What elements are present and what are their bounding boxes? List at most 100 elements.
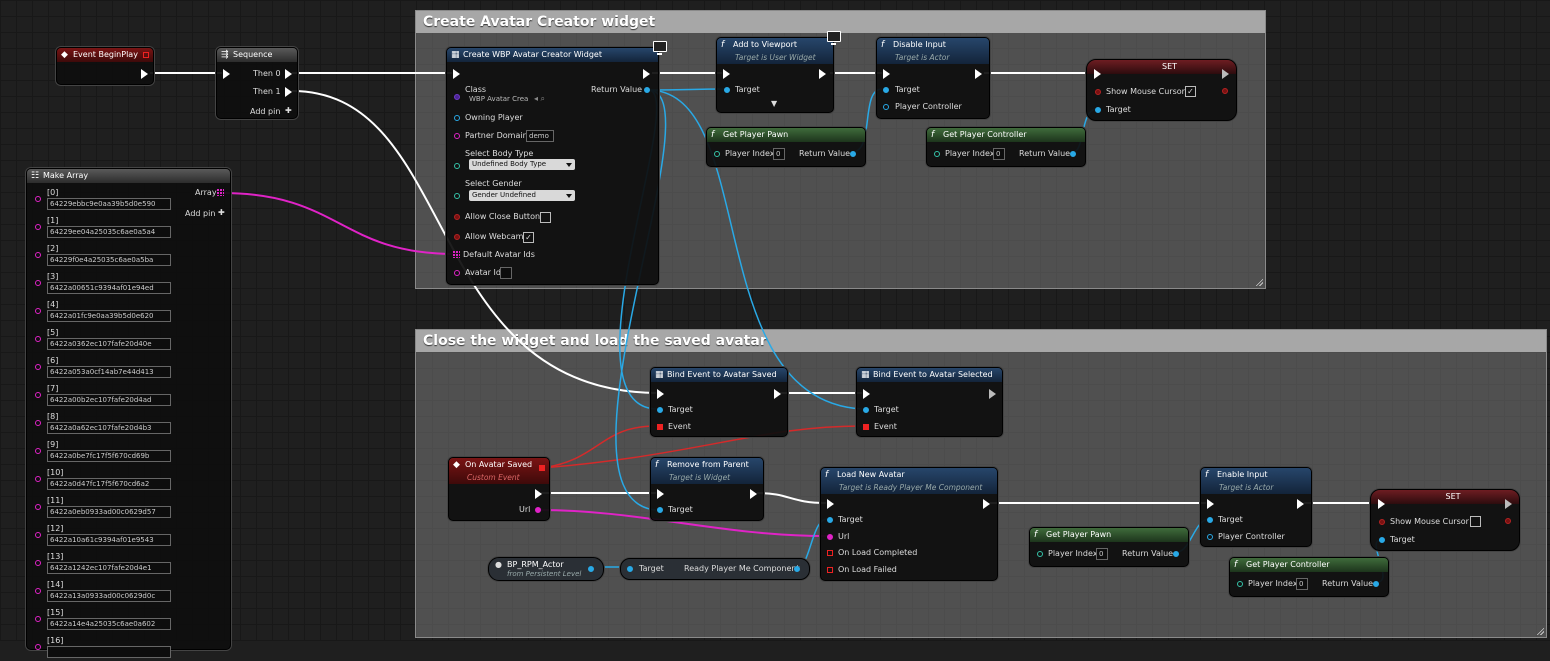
array-item-pin[interactable] xyxy=(35,532,41,538)
target-pin[interactable] xyxy=(883,87,889,93)
url-pin[interactable] xyxy=(535,507,541,513)
make-array-node[interactable]: ☷ Make Array Array Add pin ✚ [0]64229ebb… xyxy=(26,168,231,658)
array-item-pin[interactable] xyxy=(35,336,41,342)
target-pin[interactable] xyxy=(827,517,833,523)
array-item-value[interactable]: 6422a053a0cf14ab7e44d413 xyxy=(47,366,171,378)
array-item-pin[interactable] xyxy=(35,644,41,650)
on-load-completed-pin[interactable] xyxy=(827,550,833,556)
class-actions-icon[interactable]: ◂ ⌕ xyxy=(534,94,546,103)
player-index-pin[interactable] xyxy=(714,151,720,157)
gender-pin[interactable] xyxy=(454,193,460,199)
event-pin[interactable] xyxy=(863,424,869,430)
return-value-pin[interactable] xyxy=(850,151,856,157)
player-index-pin[interactable] xyxy=(1237,581,1243,587)
show-mouse-cursor-checkbox[interactable]: ✓ xyxy=(1185,86,1196,97)
array-item-value[interactable]: 6422a00b2ec107fafe20d4ad xyxy=(47,394,171,406)
url-pin[interactable] xyxy=(827,534,833,540)
class-value[interactable]: WBP Avatar Crea xyxy=(469,95,529,103)
exec-out-pin[interactable] xyxy=(774,389,781,399)
exec-out-pin[interactable] xyxy=(975,69,982,79)
then0-pin[interactable] xyxy=(285,69,292,79)
array-item-value[interactable]: 64229ee04a25035c6ae0a5a4 xyxy=(47,226,171,238)
player-index-field[interactable]: 0 xyxy=(1296,578,1308,590)
exec-in-pin[interactable] xyxy=(1378,499,1385,509)
exec-in-pin[interactable] xyxy=(453,69,460,79)
set-show-mouse-cursor-node[interactable]: SET Show Mouse Cursor Target xyxy=(1370,489,1520,551)
array-item-pin[interactable] xyxy=(35,308,41,314)
player-index-field[interactable]: 0 xyxy=(773,148,785,160)
delegate-pin[interactable] xyxy=(143,52,149,58)
exec-in-pin[interactable] xyxy=(657,389,664,399)
event-pin[interactable] xyxy=(657,424,663,430)
allow-close-pin[interactable] xyxy=(454,214,460,220)
array-item-value[interactable]: 6422a0362ec107fafe20d40e xyxy=(47,338,171,350)
on-avatar-saved-node[interactable]: ◆ On Avatar Saved Custom Event Url xyxy=(448,457,550,521)
exec-out-pin[interactable] xyxy=(643,69,650,79)
avatar-id-field[interactable] xyxy=(500,267,512,279)
array-item-value[interactable]: 6422a0a62ec107fafe20d4b3 xyxy=(47,422,171,434)
body-type-pin[interactable] xyxy=(454,163,460,169)
exec-in-pin[interactable] xyxy=(1094,69,1101,79)
plus-icon[interactable]: ✚ xyxy=(285,106,292,115)
array-item-value[interactable]: 6422a13a0933ad00c0629d0c xyxy=(47,590,171,602)
target-pin[interactable] xyxy=(627,566,633,572)
event-beginplay-node[interactable]: ◆ Event BeginPlay xyxy=(56,47,154,85)
show-mouse-cursor-checkbox[interactable] xyxy=(1470,516,1481,527)
array-item-value[interactable]: 6422a1242ec107fafe20d4e1 xyxy=(47,562,171,574)
comment-title[interactable]: Close the widget and load the saved avat… xyxy=(416,330,1546,352)
array-item-value[interactable]: 6422a01fc9e0aa39b5d0e620 xyxy=(47,310,171,322)
array-item-value[interactable]: 6422a14e4a25035c6ae0a602 xyxy=(47,618,171,630)
disable-input-node[interactable]: f Disable Input Target is Actor Target P… xyxy=(876,37,990,119)
add-to-viewport-node[interactable]: f Add to Viewport Target is User Widget … xyxy=(716,31,841,113)
show-mouse-cursor-out-pin[interactable] xyxy=(1222,88,1228,94)
then1-pin[interactable] xyxy=(285,87,292,97)
avatar-id-pin[interactable] xyxy=(454,270,460,276)
allow-webcam-pin[interactable] xyxy=(454,234,460,240)
exec-out-pin[interactable] xyxy=(1297,499,1304,509)
body-type-dropdown[interactable]: Undefined Body Type xyxy=(469,159,575,170)
array-item-value[interactable]: 64229ebbc9e0aa39b5d0e590 xyxy=(47,198,171,210)
partner-domain-field[interactable]: demo xyxy=(526,130,554,142)
create-widget-node[interactable]: ▦ Create WBP Avatar Creator Widget Class… xyxy=(446,41,667,285)
exec-in-pin[interactable] xyxy=(723,69,730,79)
exec-in-pin[interactable] xyxy=(1207,499,1214,509)
array-item-pin[interactable] xyxy=(35,616,41,622)
target-pin[interactable] xyxy=(657,507,663,513)
owning-player-pin[interactable] xyxy=(454,115,460,121)
array-item-value[interactable] xyxy=(47,646,171,658)
gender-dropdown[interactable]: Gender Undefined xyxy=(469,190,575,201)
target-pin[interactable] xyxy=(863,407,869,413)
enable-input-node[interactable]: f Enable Input Target is Actor Target Pl… xyxy=(1200,467,1312,547)
get-player-controller-node[interactable]: f Get Player Controller Player Index 0 R… xyxy=(926,127,1086,167)
return-value-pin[interactable] xyxy=(644,87,650,93)
array-item-pin[interactable] xyxy=(35,392,41,398)
array-item-pin[interactable] xyxy=(35,588,41,594)
bp-rpm-actor-node[interactable]: ● BP_RPM_Actor from Persistent Level xyxy=(488,557,604,581)
get-player-controller-node[interactable]: f Get Player Controller Player Index 0 R… xyxy=(1229,557,1389,597)
array-item-value[interactable]: 6422a0d47fc17f5f670cd6a2 xyxy=(47,478,171,490)
exec-out-pin[interactable] xyxy=(819,69,826,79)
return-value-pin[interactable] xyxy=(1070,151,1076,157)
exec-out-pin[interactable] xyxy=(1222,69,1229,79)
array-item-value[interactable]: 6422a10a61c9394af01e9543 xyxy=(47,534,171,546)
return-value-pin[interactable] xyxy=(1173,551,1179,557)
class-pin[interactable] xyxy=(454,94,460,100)
delegate-out-pin[interactable] xyxy=(539,465,545,471)
array-item-pin[interactable] xyxy=(35,280,41,286)
array-out-pin[interactable] xyxy=(217,189,224,196)
bind-avatar-selected-node[interactable]: ▦ Bind Event to Avatar Selected Target E… xyxy=(856,367,1003,437)
player-controller-pin[interactable] xyxy=(1207,534,1213,540)
get-player-pawn-node[interactable]: f Get Player Pawn Player Index 0 Return … xyxy=(706,127,866,167)
exec-in-pin[interactable] xyxy=(223,69,230,79)
return-value-pin[interactable] xyxy=(1373,581,1379,587)
component-out-pin[interactable] xyxy=(794,566,800,572)
comment-title[interactable]: Create Avatar Creator widget xyxy=(416,11,1265,33)
target-pin[interactable] xyxy=(724,87,730,93)
array-item-pin[interactable] xyxy=(35,560,41,566)
exec-out-pin[interactable] xyxy=(1505,499,1512,509)
array-item-value[interactable]: 6422a0be7fc17f5f670cd69b xyxy=(47,450,171,462)
array-item-pin[interactable] xyxy=(35,364,41,370)
remove-from-parent-node[interactable]: f Remove from Parent Target is Widget Ta… xyxy=(650,457,764,521)
allow-webcam-checkbox[interactable]: ✓ xyxy=(523,232,534,243)
exec-in-pin[interactable] xyxy=(657,489,664,499)
